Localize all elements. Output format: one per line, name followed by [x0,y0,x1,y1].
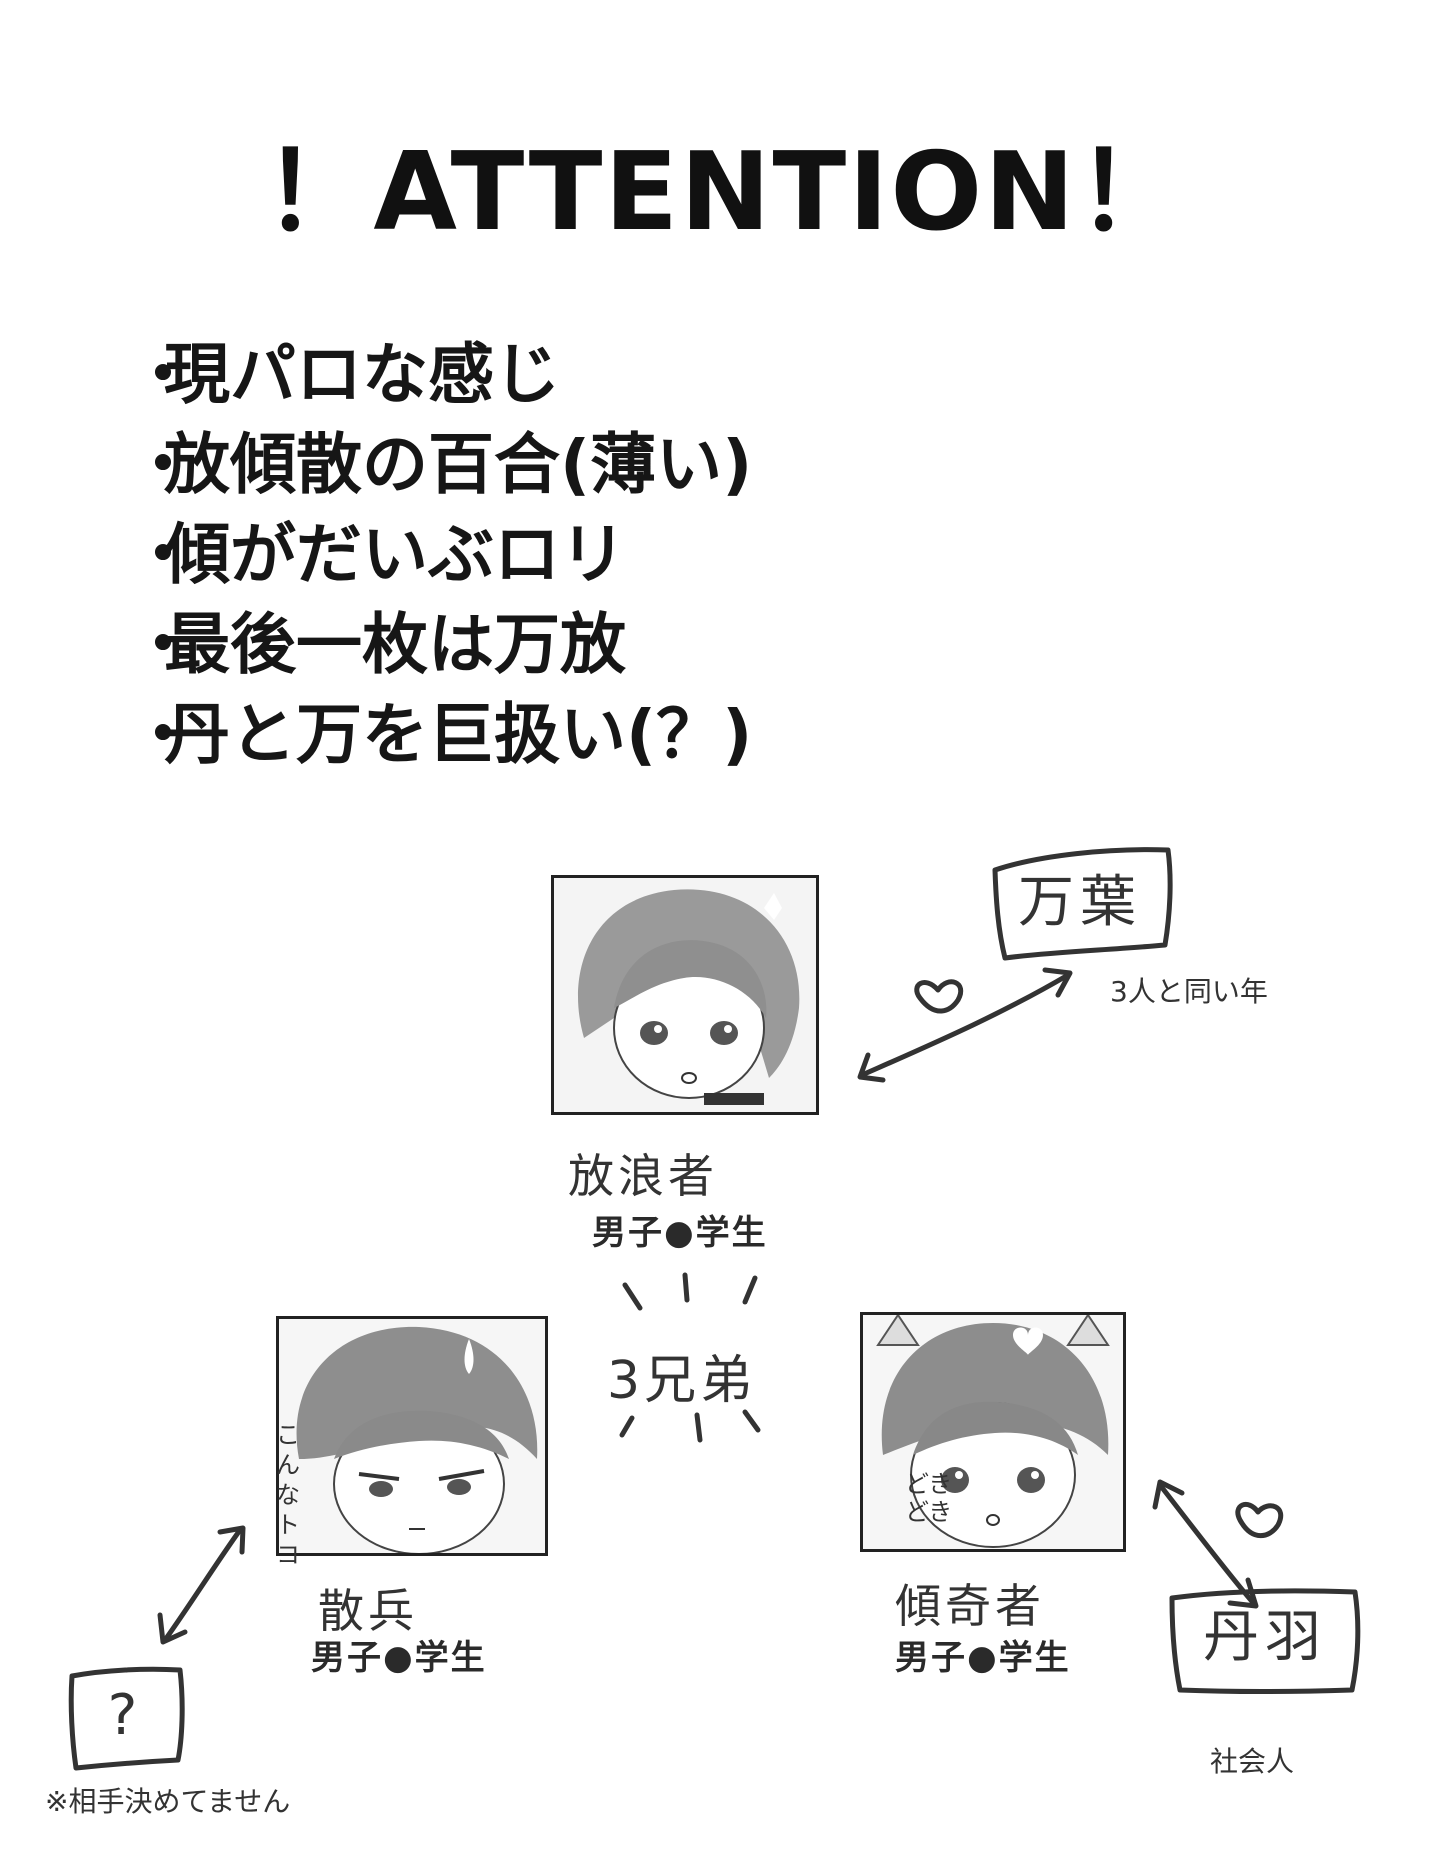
side-sfx-left: こんなトコ [276,1421,300,1569]
character-role-right: 男子●学生 [895,1638,1071,1678]
portrait-right [860,1312,1126,1552]
portrait-top [551,875,819,1115]
note-item: ・最後一枚は万放 [130,600,752,690]
portrait-left [276,1316,548,1556]
arrow [162,1527,243,1643]
partner-note-bottom-right: 社会人 [1210,1745,1295,1778]
partner-name: ? [107,1683,144,1748]
burst-line [622,1282,643,1311]
heart-icon [1235,1501,1283,1539]
burst-line [682,1272,690,1303]
arrow-head [1227,1577,1259,1609]
arrow [1157,1482,1258,1608]
partner-tag-bottom-left: ? [68,1668,183,1768]
character-name-right: 傾奇者 [895,1579,1045,1633]
partner-box [992,847,1173,961]
arrow-head [1152,1479,1185,1510]
character-illustration [554,878,816,1112]
character-name-top: 放浪者 [568,1149,718,1203]
note-text: 丹と万を巨扱い(？) [164,696,753,773]
arrow [859,972,1071,1078]
heart-icon [914,979,963,1014]
character-role-left: 男子●学生 [311,1638,487,1678]
arrow-head [157,1612,188,1645]
note-item: ・傾がだいぶロリ [130,510,752,600]
note-item: ・現パロな感じ [130,330,752,420]
partner-name: 万葉 [1018,870,1142,935]
note-item: ・丹と万を巨扱い(？) [130,690,752,780]
note-text: 放傾散の百合(薄い) [164,426,753,503]
attention-notes: ・現パロな感じ ・放傾散の百合(薄い) ・傾がだいぶロリ ・最後一枚は万放 ・丹… [130,330,752,780]
arrow-head [217,1525,246,1555]
sfx-right: どきどき [905,1470,953,1526]
partner-note-top-right: 3人と同い年 [1110,975,1268,1008]
partner-tag-top-right: 万葉 [990,850,1170,960]
burst-line [742,1409,761,1433]
arrow-head [857,1052,886,1083]
character-illustration [279,1319,545,1553]
arrow-head [1042,967,1073,998]
burst-line [742,1275,758,1305]
note-text: 最後一枚は万放 [164,606,626,683]
character-role-top: 男子●学生 [592,1213,768,1253]
partner-box [68,1666,185,1771]
burst-line [619,1415,635,1438]
note-item: ・放傾散の百合(薄い) [130,420,752,510]
character-name-left: 散兵 [318,1584,418,1638]
center-label: 3兄弟 [607,1351,757,1411]
partner-note-bottom-left: ※相手決めてません [45,1785,291,1818]
page-title: ！ATTENTION！ [263,130,1187,255]
partner-name: 丹羽 [1203,1605,1327,1670]
partner-box [1169,1588,1361,1694]
burst-line [694,1412,703,1443]
note-text: 傾がだいぶロリ [164,516,626,593]
partner-tag-bottom-right: 丹羽 [1170,1590,1360,1690]
character-illustration [863,1315,1123,1549]
note-text: 現パロな感じ [164,336,560,413]
